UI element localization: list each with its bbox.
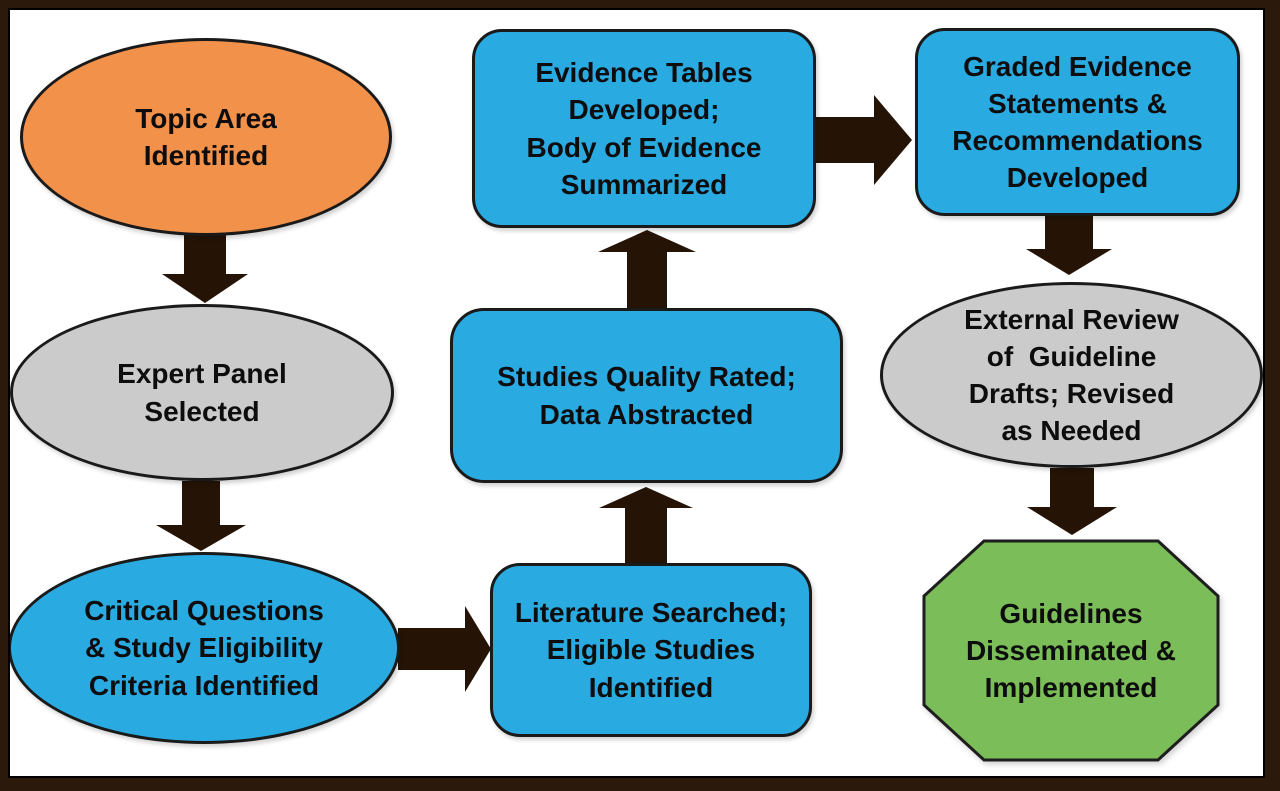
node-studies-quality-rated-label: Studies Quality Rated; Data Abstracted [497,361,796,430]
node-evidence-tables-developed-label: Evidence Tables Developed; Body of Evide… [526,57,762,200]
node-critical-questions-label: Critical Questions & Study Eligibility C… [84,595,324,701]
arrow-external-to-guidelines-icon [1027,468,1117,535]
node-graded-evidence-statements: Graded Evidence Statements & Recommendat… [915,28,1240,216]
arrow-literature-to-studies-icon [599,487,693,565]
node-expert-panel-selected-label: Expert Panel Selected [117,358,287,427]
node-studies-quality-rated: Studies Quality Rated; Data Abstracted [450,308,843,483]
node-literature-searched-label: Literature Searched; Eligible Studies Id… [514,597,788,703]
node-literature-searched: Literature Searched; Eligible Studies Id… [490,563,812,737]
node-guidelines-disseminated: Guidelines Disseminated & Implemented [922,539,1220,762]
octagon-outline [922,539,1220,762]
node-external-review: External Review of Guideline Drafts; Rev… [880,282,1263,468]
arrow-studies-to-evidence-icon [598,230,696,310]
arrow-evidence-to-graded-icon [816,95,912,185]
node-external-review-label: External Review of Guideline Drafts; Rev… [964,303,1179,447]
node-critical-questions: Critical Questions & Study Eligibility C… [8,552,400,744]
node-evidence-tables-developed: Evidence Tables Developed; Body of Evide… [472,29,816,228]
arrow-graded-to-external-icon [1026,216,1112,275]
node-expert-panel-selected: Expert Panel Selected [10,304,394,481]
node-topic-area-identified: Topic Area Identified [20,38,392,236]
octagon-shape-icon [922,539,1220,762]
arrow-topic-to-expert-icon [162,230,248,303]
node-graded-evidence-statements-label: Graded Evidence Statements & Recommendat… [952,50,1203,194]
node-topic-area-identified-label: Topic Area Identified [135,102,277,171]
node-guidelines-disseminated-label: Guidelines Disseminated & Implemented [965,597,1177,704]
arrow-expert-to-critical-icon [156,481,246,551]
arrow-critical-to-literature-icon [398,606,491,692]
